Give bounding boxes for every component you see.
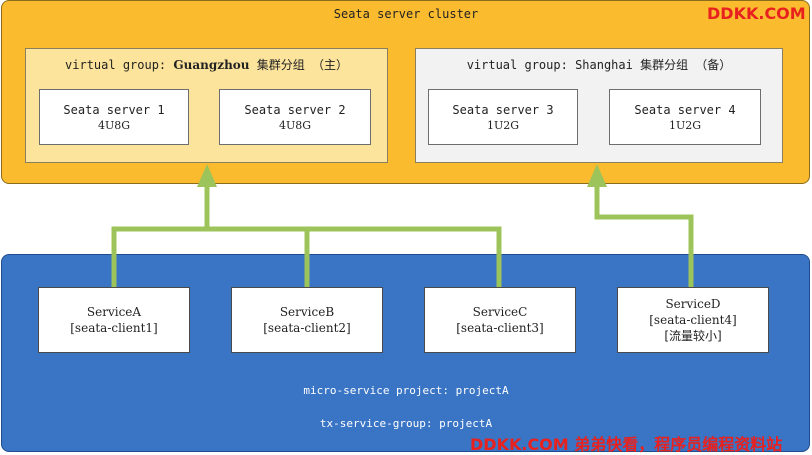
group-name-shanghai: Shanghai: [575, 58, 633, 72]
arrow-head-backup: [587, 164, 607, 187]
service-d: ServiceD [seata-client4] [流量较小]: [617, 287, 769, 353]
service-client: [seata-client2]: [263, 321, 351, 335]
tx-service-group-label: tx-service-group: projectA: [319, 417, 493, 430]
service-client: [seata-client4]: [649, 313, 737, 327]
seata-server-1: Seata server 1 4U8G: [39, 89, 189, 145]
service-a: ServiceA [seata-client1]: [38, 287, 190, 353]
watermark-top: DDKK.COM: [707, 4, 806, 23]
project-name-label: micro-service project: projectA: [303, 384, 509, 397]
group-name-guangzhou: Guangzhou: [173, 58, 250, 72]
group-title-shanghai: virtual group: Shanghai 集群分组 （备）: [466, 58, 732, 72]
cluster-title: Seata server cluster: [333, 7, 479, 21]
seata-server-4: Seata server 4 1U2G: [609, 89, 761, 145]
arrow-head-primary: [197, 164, 217, 187]
server-spec: 4U8G: [97, 119, 131, 132]
service-name: ServiceD: [665, 297, 721, 311]
service-note: [流量较小]: [664, 329, 722, 343]
seata-server-3: Seata server 3 1U2G: [428, 89, 578, 145]
service-name: ServiceB: [279, 305, 335, 319]
server-spec: 1U2G: [668, 119, 702, 132]
service-c: ServiceC [seata-client3]: [424, 287, 576, 353]
watermark-bottom: DDKK.COM 弟弟快看，程序员编程资料站: [470, 435, 783, 454]
server-spec: 4U8G: [278, 119, 312, 132]
seata-server-2: Seata server 2 4U8G: [219, 89, 371, 145]
service-name: ServiceA: [86, 305, 142, 319]
connector-line-backup: [594, 186, 694, 288]
server-name: Seata server 3: [452, 103, 554, 117]
service-b: ServiceB [seata-client2]: [231, 287, 383, 353]
group-title-guangzhou: virtual group: Guangzhou 集群分组 （主）: [65, 58, 348, 72]
server-spec: 1U2G: [486, 119, 520, 132]
server-name: Seata server 1: [63, 103, 165, 117]
server-name: Seata server 2: [244, 103, 346, 117]
service-client: [seata-client1]: [70, 321, 158, 335]
service-client: [seata-client3]: [456, 321, 544, 335]
service-name: ServiceC: [472, 305, 528, 319]
server-name: Seata server 4: [634, 103, 736, 117]
